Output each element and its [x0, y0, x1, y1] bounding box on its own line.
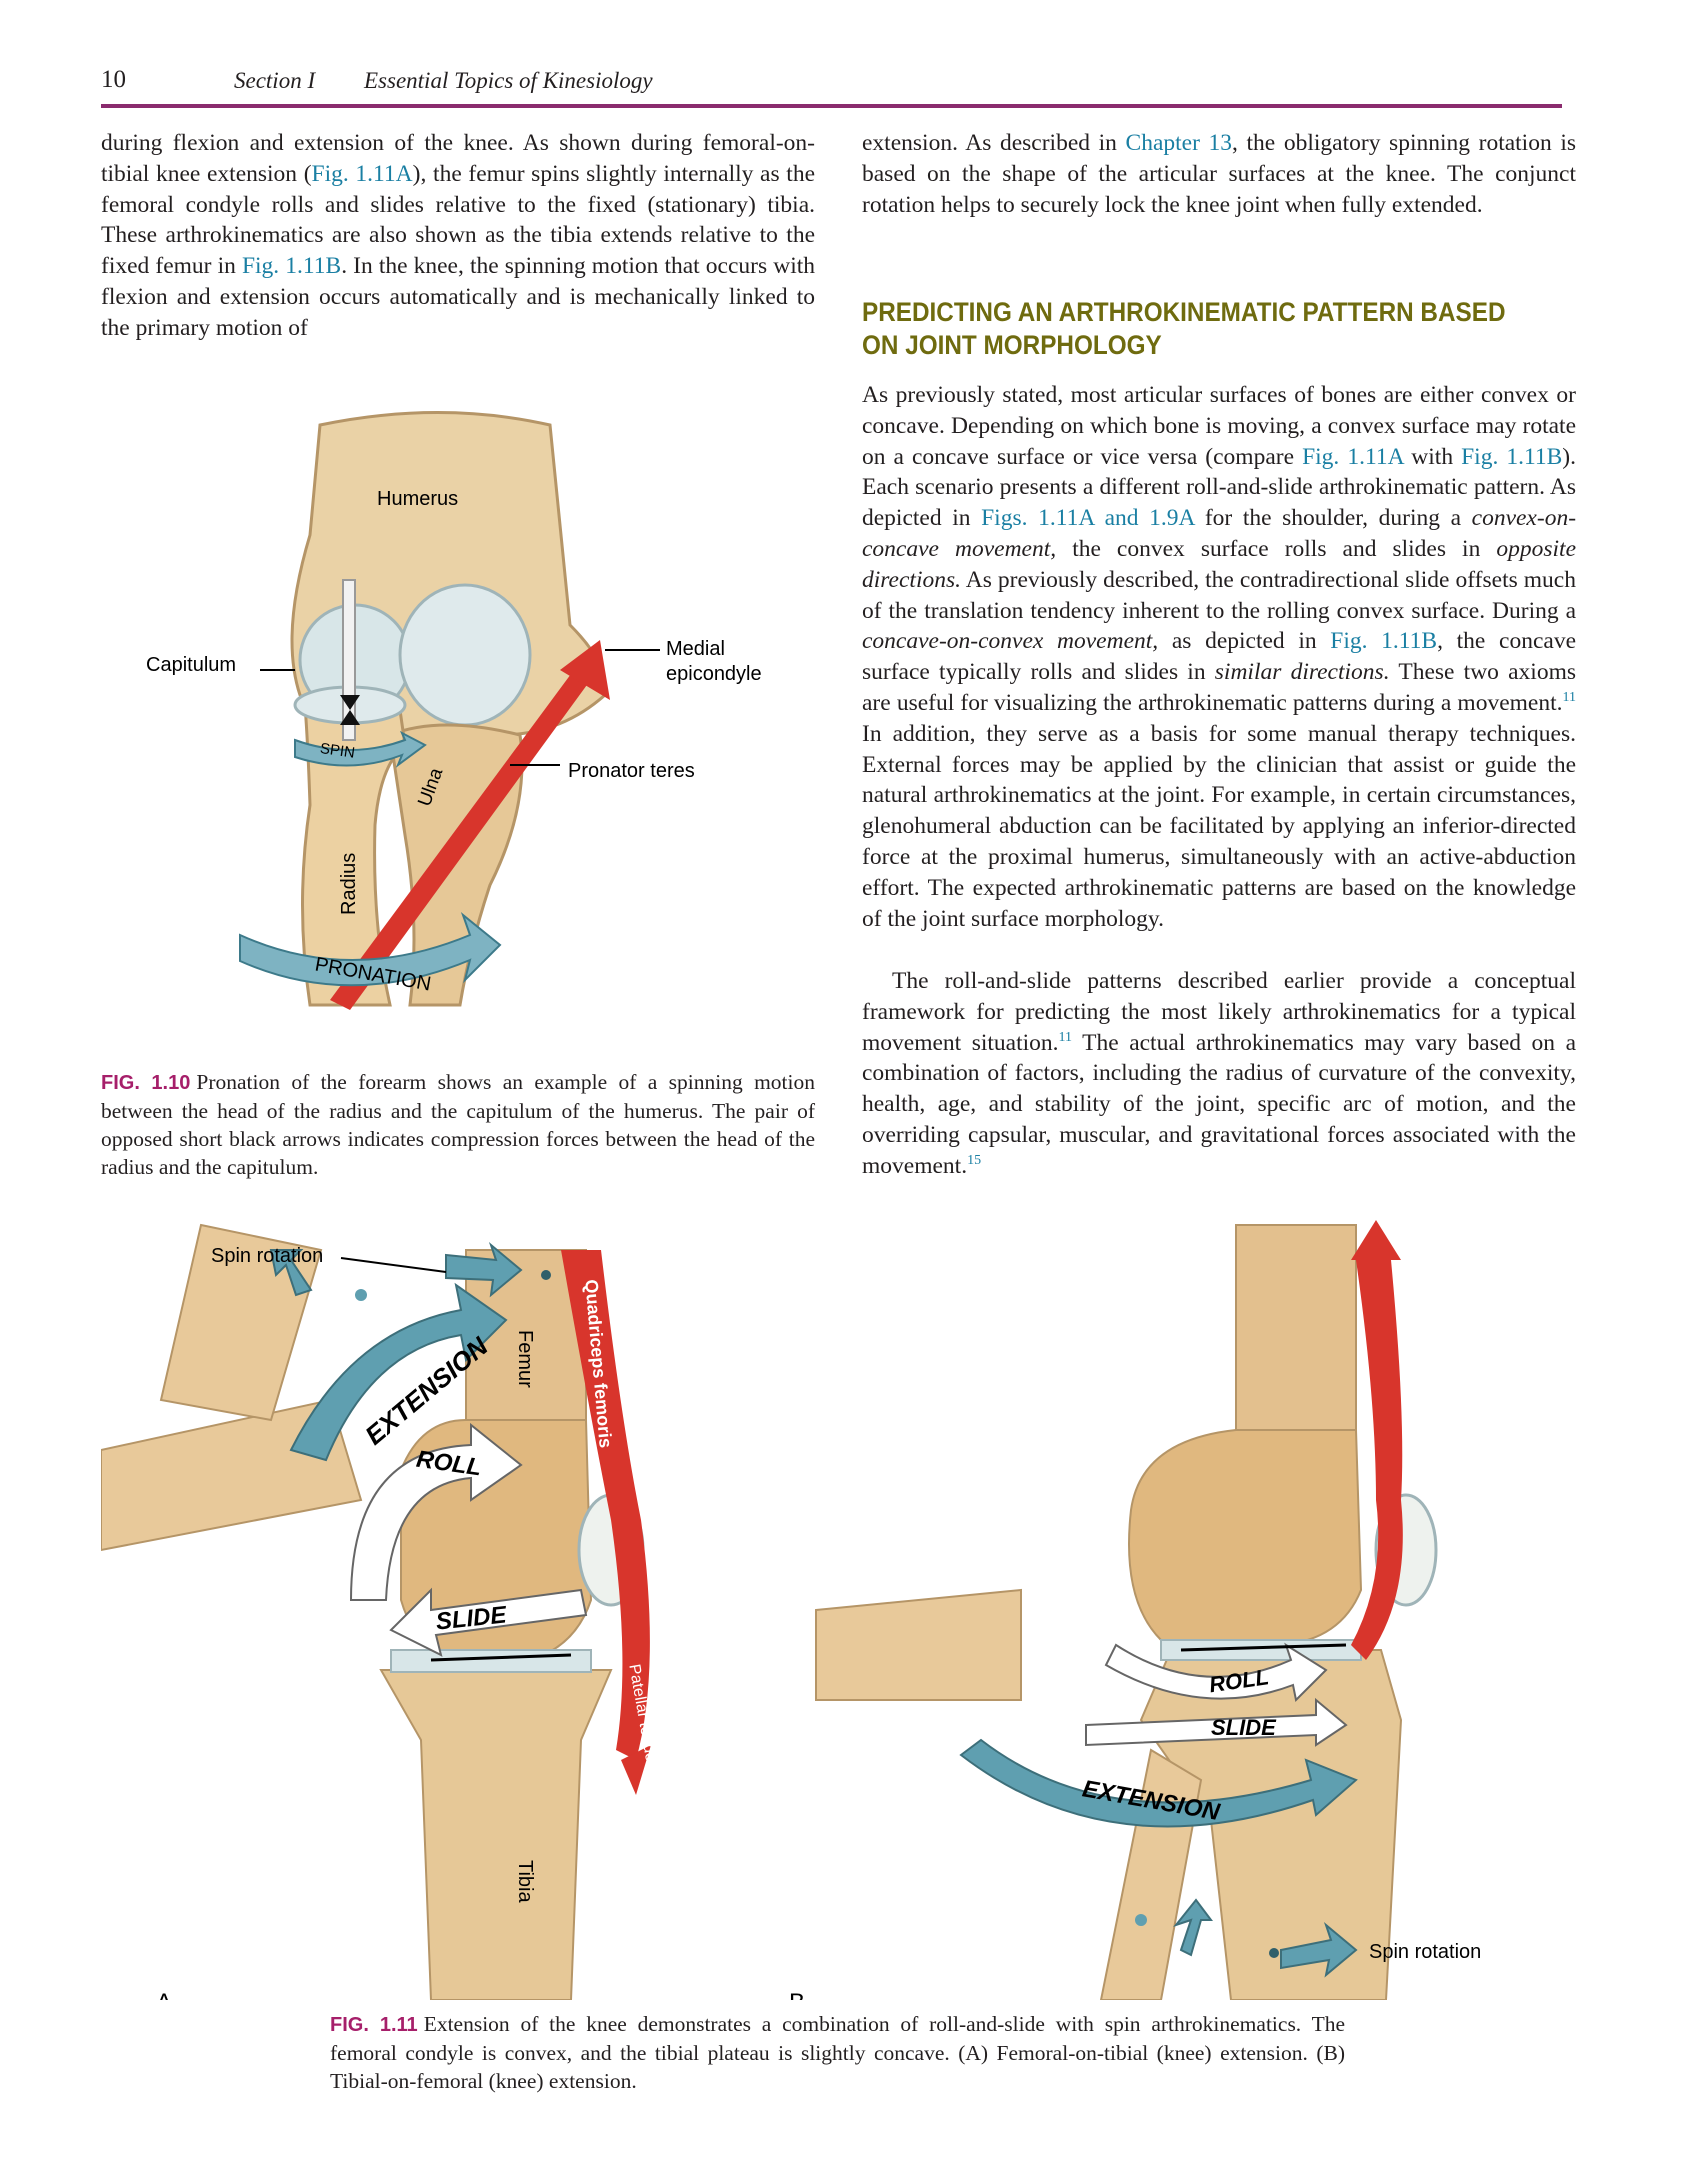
thigh-segment-b [815, 1588, 1022, 1701]
panel-b: ROLL SLIDE EXTENSION Spin rotation B [789, 1220, 1481, 2000]
shin-segment-a [159, 1223, 323, 1422]
meniscus-a [390, 1649, 592, 1673]
humerus-label: Humerus [377, 488, 458, 510]
radius-label: Radius [338, 853, 360, 915]
right-paragraph-3: The roll-and-slide patterns described ea… [862, 968, 1577, 1179]
figure-link[interactable]: Fig. 1.11B [1461, 443, 1563, 470]
figure-link[interactable]: Fig. 1.11B [1330, 628, 1438, 655]
femur-label: Femur [514, 1330, 536, 1388]
reference-superscript[interactable]: 15 [967, 1152, 982, 1168]
roll-arrow-a [349, 1422, 523, 1601]
patellar-tendon-arrowhead [621, 1745, 651, 1795]
roll-arrow-b [1104, 1642, 1328, 1703]
spin-rotation-label-a: Spin rotation [211, 1245, 323, 1267]
panel-a: Spin rotation EXTENSION ROLL SLIDE Femur… [101, 1223, 661, 2000]
figure-link[interactable]: Fig. 1.11B [241, 253, 342, 280]
reference-superscript[interactable]: 11 [1562, 690, 1576, 706]
compression-arrow-down [340, 695, 360, 710]
spin-label: SPIN [319, 740, 356, 762]
figure-1-10-illustration: Humerus Capitulum Medial epicondyle Pron… [146, 411, 762, 1010]
slide-label-b: SLIDE [1211, 1715, 1277, 1740]
axis-dot-b [1135, 1914, 1147, 1926]
quadriceps-muscle-b [1351, 1260, 1403, 1660]
left-paragraph-1: during flexion and extension of the knee… [101, 130, 815, 341]
pronator-teres-muscle [330, 655, 600, 1010]
medial-epicondyle-label-2: epicondyle [666, 663, 762, 685]
spin-arrow [294, 730, 427, 768]
right-paragraph-2: As previously stated, most articular sur… [862, 382, 1577, 932]
slide-arrow-a [389, 1587, 588, 1657]
section-heading: PREDICTING AN ARTHROKINEMATIC PATTERN BA… [862, 297, 1506, 360]
pronator-teres-arrowhead [560, 640, 610, 700]
tibia-label: Tibia [514, 1860, 536, 1903]
spin-rotation-leader-a [340, 1257, 447, 1273]
panel-b-label: B [789, 1989, 805, 2000]
running-header: 10 Section I Essential Topics of Kinesio… [101, 62, 1562, 106]
quadriceps-arrowhead-b [1351, 1220, 1401, 1260]
femoral-condyle-b [1128, 1429, 1363, 1647]
spin-arrow-b-2 [1173, 1898, 1213, 1957]
capitulum-label: Capitulum [146, 654, 236, 676]
spin-rotation-label-b: Spin rotation [1369, 1941, 1481, 1963]
panel-a-label: A [156, 1989, 172, 2000]
running-title: Essential Topics of Kinesiology [364, 68, 653, 93]
axis-dot-a-2 [541, 1270, 551, 1280]
spin-arrow-b [1280, 1921, 1358, 1978]
axis-dot-a [355, 1289, 367, 1301]
figure-label: FIG. 1.11 [330, 2014, 418, 2036]
reference-superscript[interactable]: 11 [1058, 1029, 1073, 1045]
compression-arrow-up [340, 710, 360, 725]
figure-link[interactable]: Fig. 1.11A [1302, 443, 1404, 470]
figure-link[interactable]: Figs. 1.11A and 1.9A [981, 505, 1195, 532]
figure-link[interactable]: Fig. 1.11A [311, 160, 413, 187]
joint-line-b [1180, 1643, 1347, 1652]
slide-arrow-b [1085, 1697, 1348, 1747]
chapter-link[interactable]: Chapter 13 [1125, 130, 1233, 156]
figure-1-11-illustration: Spin rotation EXTENSION ROLL SLIDE Femur… [101, 1220, 1481, 2000]
pronator-teres-label: Pronator teres [568, 760, 695, 782]
figure-label: FIG. 1.10 [101, 1072, 191, 1094]
page-number: 10 [101, 66, 126, 93]
pronation-arrow [239, 912, 502, 987]
section-label: Section I [234, 68, 316, 93]
tibia-a [379, 1669, 613, 2000]
axis-dot-b-2 [1269, 1948, 1279, 1958]
extension-arrow-b [959, 1738, 1358, 1828]
joint-line-a [430, 1653, 572, 1662]
quadriceps-muscle [561, 1250, 650, 1760]
medial-epicondyle-label: Medial [666, 638, 725, 660]
right-paragraph-1: extension. As described in Chapter 13, t… [862, 130, 1577, 218]
header-rule [101, 104, 1562, 108]
spin-arrow-a [445, 1241, 523, 1298]
spin-arrow-a-2 [269, 1249, 313, 1297]
extension-arrow-a [289, 1282, 508, 1462]
trochlea [398, 583, 532, 727]
